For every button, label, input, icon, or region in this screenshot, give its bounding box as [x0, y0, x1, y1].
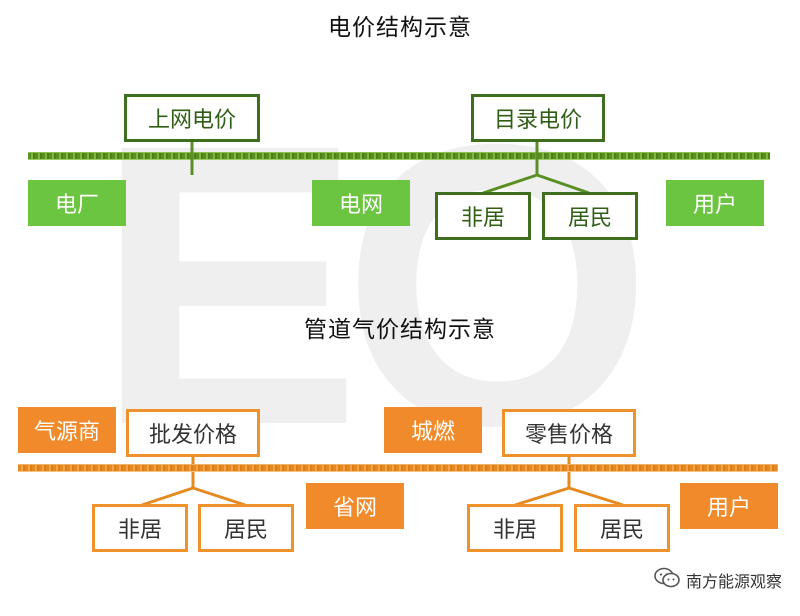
gas-price-line [18, 465, 778, 471]
label-retail-price: 零售价格 [502, 409, 636, 457]
label-on-grid-price: 上网电价 [124, 94, 260, 142]
node-gas-supplier: 气源商 [18, 407, 116, 453]
node-power-grid: 电网 [312, 180, 410, 226]
branch-gas-residential-right: 居民 [574, 504, 670, 552]
footer-source: 南方能源观察 [654, 567, 782, 593]
label-catalog-price: 目录电价 [471, 94, 605, 142]
node-provincial-network: 省网 [306, 483, 404, 529]
wechat-icon [654, 567, 680, 593]
branch-gas-residential-left: 居民 [198, 504, 294, 552]
branch-gas-non-residential-right: 非居 [467, 504, 563, 552]
branch-non-residential: 非居 [435, 192, 531, 240]
node-user: 用户 [666, 180, 764, 226]
gas-title: 管道气价结构示意 [304, 317, 496, 343]
node-power-plant: 电厂 [28, 180, 126, 226]
electricity-title: 电价结构示意 [328, 15, 472, 41]
node-gas-user: 用户 [680, 483, 778, 529]
node-city-gas: 城燃 [384, 407, 482, 453]
footer-text: 南方能源观察 [685, 572, 782, 591]
label-wholesale-price: 批发价格 [126, 409, 260, 457]
electricity-price-line [28, 153, 770, 159]
branch-gas-non-residential-left: 非居 [92, 504, 188, 552]
branch-residential: 居民 [542, 192, 638, 240]
